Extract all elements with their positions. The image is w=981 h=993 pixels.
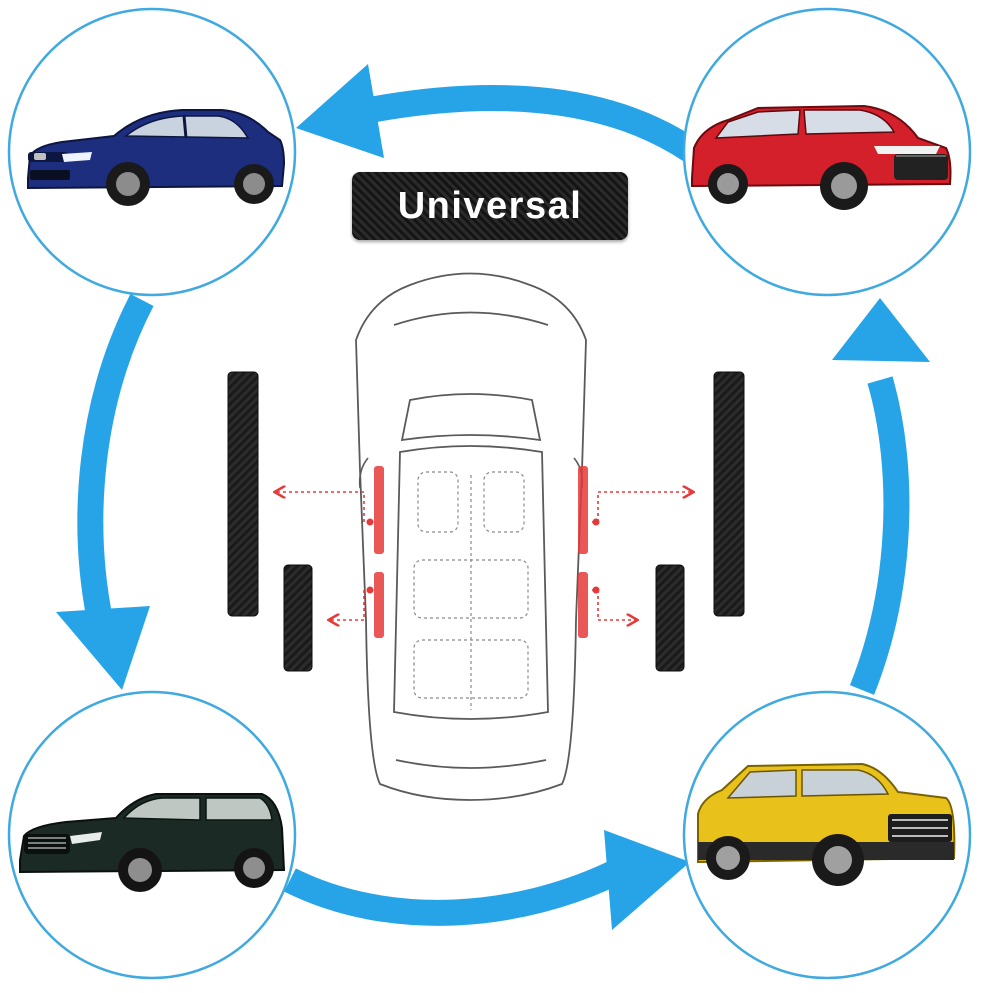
door-sill-highlights [374,466,588,638]
arrowhead-left [56,606,150,690]
universal-badge: Universal [352,172,628,240]
sill-highlight-front-left [374,466,384,554]
pointer-rear-right [592,589,636,620]
universal-label: Universal [397,184,583,227]
strip-short-left [283,564,313,672]
strip-long-right [713,371,745,617]
blue-sedan-icon [27,109,286,206]
pointer-rear-left [330,589,370,620]
carbon-strips [227,371,745,672]
strip-long-left [227,371,259,617]
car-outline-top-view-icon [355,272,587,801]
sill-highlight-front-right [578,466,588,554]
pointer-front-right [592,492,692,523]
arrow-left [77,294,154,623]
pointer-arrows [276,492,692,620]
yellow-suv-icon [697,762,956,886]
arrow-top [367,85,698,161]
strip-short-right [655,564,685,672]
sill-highlight-rear-right [578,572,588,638]
arrowhead-top [296,64,384,158]
sill-highlight-rear-left [374,572,384,638]
pointer-dots [366,518,600,594]
arrowhead-bottom [604,830,690,930]
carbon-badge-background [352,172,628,240]
pointer-front-left [276,492,370,523]
dark-green-wagon-icon [19,793,286,892]
arrow-right [849,376,910,695]
rotation-arrows [56,64,930,930]
arrowhead-right [832,298,930,362]
red-hatchback-icon [691,104,952,210]
arrow-bottom [284,858,626,926]
